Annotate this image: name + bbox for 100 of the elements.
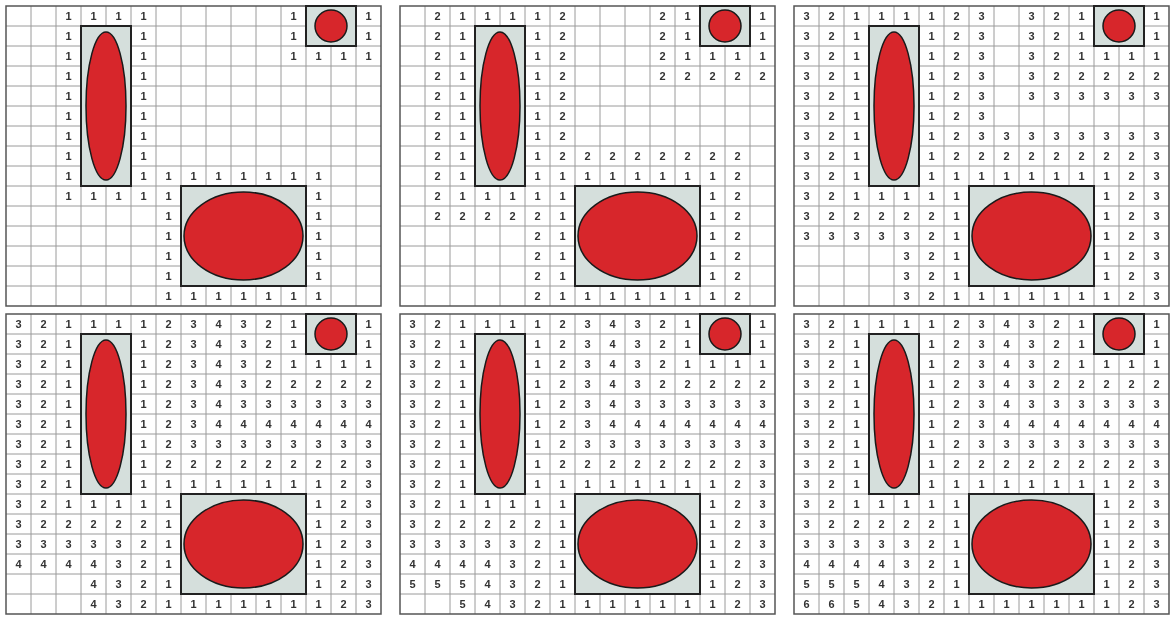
distance-value: 2 — [1053, 338, 1060, 350]
distance-value: 3 — [40, 538, 47, 550]
distance-value: 1 — [1103, 230, 1110, 242]
distance-value: 3 — [584, 438, 591, 450]
distance-value: 4 — [609, 418, 616, 430]
distance-value: 2 — [953, 150, 960, 162]
distance-value: 3 — [853, 538, 860, 550]
distance-value: 3 — [1153, 230, 1160, 242]
distance-value: 4 — [609, 318, 616, 330]
distance-value: 2 — [1053, 50, 1060, 62]
distance-value: 3 — [903, 270, 910, 282]
distance-value: 3 — [803, 398, 810, 410]
distance-value: 2 — [928, 270, 935, 282]
distance-value: 3 — [759, 438, 766, 450]
distance-value: 5 — [434, 578, 441, 590]
distance-value: 1 — [928, 190, 935, 202]
distance-value: 3 — [1153, 398, 1160, 410]
distance-value: 1 — [534, 70, 541, 82]
distance-value: 2 — [709, 378, 716, 390]
distance-value: 4 — [215, 338, 222, 350]
distance-value: 1 — [534, 458, 541, 470]
distance-value: 1 — [65, 90, 72, 102]
distance-value: 1 — [65, 10, 72, 22]
distance-value: 1 — [684, 478, 691, 490]
distance-value: 3 — [1028, 358, 1035, 370]
distance-value: 3 — [978, 398, 985, 410]
distance-value: 2 — [1053, 318, 1060, 330]
distance-value: 3 — [1128, 90, 1135, 102]
distance-value: 2 — [828, 378, 835, 390]
distance-value: 2 — [684, 378, 691, 390]
distance-value: 1 — [853, 378, 860, 390]
distance-value: 1 — [65, 338, 72, 350]
distance-value: 2 — [559, 458, 566, 470]
distance-value: 2 — [315, 378, 322, 390]
distance-value: 2 — [165, 418, 172, 430]
distance-value: 2 — [434, 30, 441, 42]
distance-value: 1 — [459, 378, 466, 390]
distance-value: 2 — [634, 458, 641, 470]
distance-value: 2 — [140, 518, 147, 530]
distance-value: 2 — [828, 518, 835, 530]
distance-value: 1 — [534, 318, 541, 330]
distance-value: 1 — [90, 318, 97, 330]
distance-value: 2 — [265, 358, 272, 370]
distance-value: 1 — [953, 190, 960, 202]
distance-value: 1 — [559, 170, 566, 182]
distance-value: 1 — [1053, 170, 1060, 182]
distance-value: 2 — [903, 210, 910, 222]
distance-value: 1 — [853, 438, 860, 450]
distance-value: 1 — [634, 598, 641, 610]
distance-value: 1 — [928, 498, 935, 510]
distance-value: 1 — [140, 378, 147, 390]
distance-value: 3 — [584, 378, 591, 390]
distance-value: 2 — [1053, 30, 1060, 42]
distance-value: 2 — [559, 378, 566, 390]
distance-value: 4 — [65, 558, 72, 570]
distance-value: 2 — [1103, 378, 1110, 390]
distance-value: 3 — [584, 338, 591, 350]
distance-value: 2 — [434, 110, 441, 122]
distance-value: 1 — [315, 190, 322, 202]
distance-value: 1 — [65, 478, 72, 490]
distance-value: 1 — [65, 438, 72, 450]
distance-value: 2 — [953, 50, 960, 62]
distance-value: 2 — [1128, 458, 1135, 470]
distance-value: 3 — [978, 358, 985, 370]
distance-value: 2 — [953, 110, 960, 122]
distance-value: 1 — [459, 358, 466, 370]
distance-value: 2 — [659, 458, 666, 470]
distance-value: 1 — [140, 438, 147, 450]
distance-value: 3 — [1153, 290, 1160, 302]
distance-value: 3 — [634, 378, 641, 390]
distance-value: 1 — [1128, 358, 1135, 370]
distance-value: 2 — [828, 90, 835, 102]
distance-value: 1 — [290, 50, 297, 62]
distance-value: 2 — [290, 378, 297, 390]
distance-value: 4 — [853, 558, 860, 570]
distance-value: 1 — [659, 290, 666, 302]
distance-value: 2 — [609, 150, 616, 162]
distance-value: 3 — [978, 338, 985, 350]
distance-value: 3 — [759, 518, 766, 530]
distance-value: 3 — [709, 398, 716, 410]
distance-value: 2 — [1128, 70, 1135, 82]
distance-value: 2 — [828, 458, 835, 470]
distance-value: 2 — [434, 358, 441, 370]
distance-value: 3 — [759, 558, 766, 570]
distance-value: 2 — [1003, 150, 1010, 162]
distance-value: 3 — [409, 398, 416, 410]
distance-value: 1 — [928, 150, 935, 162]
distance-value: 2 — [265, 318, 272, 330]
distance-value: 1 — [340, 358, 347, 370]
distance-value: 3 — [365, 558, 372, 570]
distance-value: 2 — [40, 398, 47, 410]
distance-value: 1 — [1078, 338, 1085, 350]
distance-value: 3 — [1128, 130, 1135, 142]
distance-value: 3 — [1028, 90, 1035, 102]
distance-value: 1 — [509, 318, 516, 330]
distance-value: 3 — [803, 498, 810, 510]
distance-value: 1 — [709, 210, 716, 222]
distance-value: 2 — [1128, 290, 1135, 302]
distance-value: 1 — [165, 170, 172, 182]
distance-value: 3 — [409, 518, 416, 530]
